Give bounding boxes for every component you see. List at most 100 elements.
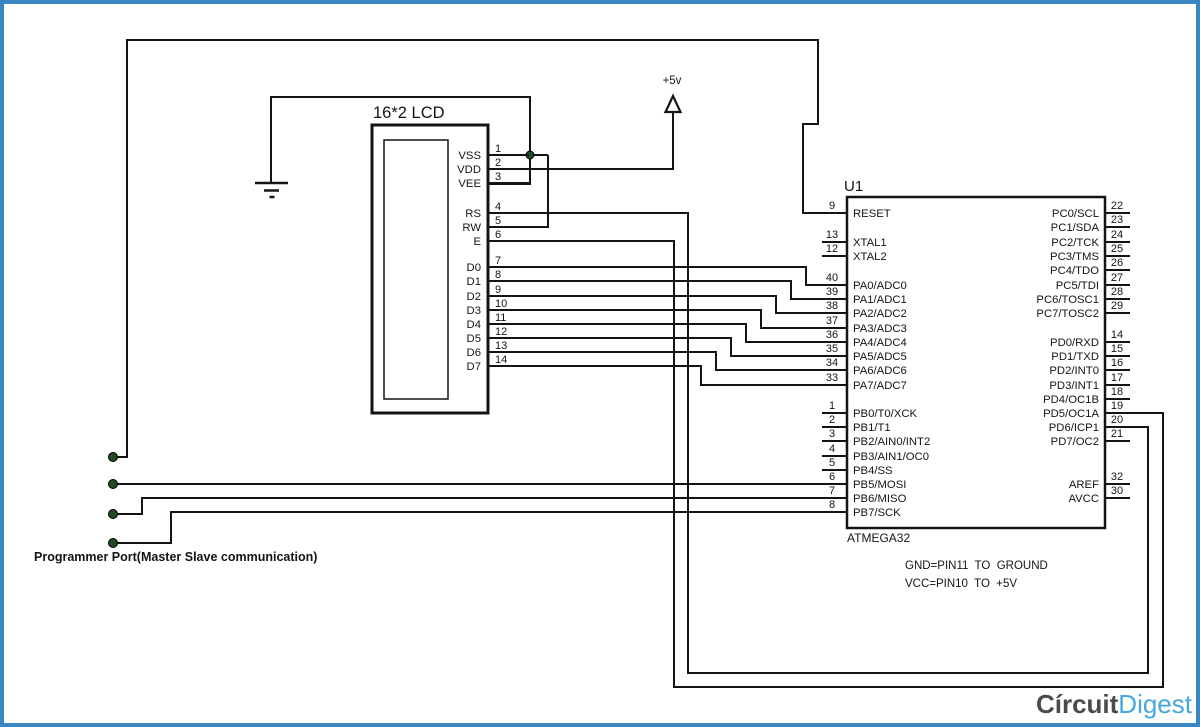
mcu-pin-13-number: 13	[826, 229, 838, 241]
mcu-pin-28-number: 28	[1111, 286, 1123, 298]
lcd-pin-10-name: D3	[467, 305, 481, 317]
lcd-pin-1-name: VSS	[458, 150, 481, 162]
mcu-pin-21-name: PD7/OC2	[1051, 436, 1099, 448]
mcu-pin-22-number: 22	[1111, 200, 1123, 212]
mcu-pin-40-number: 40	[826, 272, 838, 284]
mcu-pin-33-number: 33	[826, 372, 838, 384]
mcu-pin-13-name: XTAL1	[853, 237, 887, 249]
lcd-d6-to-pa6-wire	[488, 351, 847, 371]
mcu-pin-37-name: PA3/ADC3	[853, 323, 907, 335]
lcd-body	[370, 123, 490, 415]
lcd-pin-6-number: 6	[495, 229, 501, 241]
lcd-pin-9-number: 9	[495, 284, 501, 296]
lcd-pin-13-number: 13	[495, 340, 507, 352]
mcu-pin-23-number: 23	[1111, 214, 1123, 226]
logo: CírcuitDigest	[1036, 689, 1193, 719]
mcu-pin-16-name: PD2/INT0	[1049, 365, 1099, 377]
mcu-pin-24-name: PC2/TCK	[1051, 237, 1099, 249]
ground-riser-wire	[270, 96, 531, 183]
wires-layer	[108, 39, 1164, 688]
mcu-pin-25-name: PC3/TMS	[1050, 251, 1099, 263]
reset-to-programmer-wire	[113, 39, 847, 458]
lcd-pin-11-name: D4	[467, 319, 481, 331]
mcu-pin-36-number: 36	[826, 329, 838, 341]
lcd-pin-2-number: 2	[495, 157, 501, 169]
mcu-pin-18-number: 18	[1111, 386, 1123, 398]
lcd-pin-12-name: D5	[467, 333, 481, 345]
mcu-pin-3-name: PB2/AIN0/INT2	[853, 436, 930, 448]
mcu-pin-30-number: 30	[1111, 485, 1123, 497]
mcu-pin-24-number: 24	[1111, 229, 1123, 241]
mcu-pin-35-number: 35	[826, 343, 838, 355]
lcd-pin-13-name: D6	[467, 347, 481, 359]
lcd-pin-8-number: 8	[495, 269, 501, 281]
mcu-pin-37-number: 37	[826, 315, 838, 327]
pins-layer: 1VSS2VDD3VEE4RS5RW6E7D08D19D210D311D412D…	[457, 143, 1130, 519]
mcu-pin-2-number: 2	[829, 414, 835, 426]
mcu-pin-7-name: PB6/MISO	[853, 493, 907, 505]
mcu-pin-32-name: AREF	[1069, 479, 1099, 491]
mcu-pin-29-name: PC7/TOSC2	[1036, 308, 1099, 320]
lcd-pin-9-name: D2	[467, 291, 481, 303]
lcd-pin-3-name: VEE	[458, 178, 481, 190]
lcd-e-to-pd5-wire	[488, 240, 1164, 688]
mcu-pin-27-name: PC5/TDI	[1056, 280, 1099, 292]
lcd-pin-4-name: RS	[465, 208, 481, 220]
mcu-pin-19-number: 19	[1111, 400, 1123, 412]
lcd-pin-4-number: 4	[495, 201, 501, 213]
mcu-pin-7-number: 7	[829, 485, 835, 497]
lcd-d4-to-pa4-wire	[488, 323, 847, 343]
mcu-pin-2-name: PB1/T1	[853, 422, 891, 434]
mcu-pin-39-name: PA1/ADC1	[853, 294, 907, 306]
mcu-pin-40-name: PA0/ADC0	[853, 280, 907, 292]
lcd-pin-10-number: 10	[495, 298, 507, 310]
mcu-pin-18-name: PD4/OC1B	[1043, 394, 1099, 406]
mcu-pin-4-number: 4	[829, 443, 835, 455]
mcu-pin-5-number: 5	[829, 457, 835, 469]
lcd-pin-7-number: 7	[495, 255, 501, 267]
power-arrow-icon	[663, 93, 683, 114]
note-gnd: GND=PIN11 TO GROUND	[905, 560, 1048, 572]
mcu-pin-1-number: 1	[829, 400, 835, 412]
mcu-pin-33-name: PA7/ADC7	[853, 380, 907, 392]
mcu-pin-30-name: AVCC	[1068, 493, 1099, 505]
mcu-pin-39-number: 39	[826, 286, 838, 298]
mcu-pin-8-name: PB7/SCK	[853, 507, 901, 519]
mcu-pin-4-name: PB3/AIN1/OC0	[853, 451, 929, 463]
programmer-terminal-dot	[108, 452, 118, 462]
mcu-pin-26-number: 26	[1111, 257, 1123, 269]
lcd-pin-5-number: 5	[495, 215, 501, 227]
mcu-pin-36-name: PA4/ADC4	[853, 337, 907, 349]
mcu-pin-21-number: 21	[1111, 428, 1123, 440]
programmer-terminal-dot	[108, 538, 118, 548]
lcd-vdd-5v-wire	[488, 112, 674, 170]
mcu-pin-38-name: PA2/ADC2	[853, 308, 907, 320]
mcu-ref-label: U1	[844, 178, 863, 195]
mcu-pin-16-number: 16	[1111, 357, 1123, 369]
lcd-d0-to-pa0-wire	[488, 266, 847, 286]
mcu-pin-26-name: PC4/TDO	[1050, 265, 1099, 277]
mcu-part-label: ATMEGA32	[847, 531, 910, 545]
lcd-pin-14-number: 14	[495, 354, 507, 366]
note-vcc: VCC=PIN10 TO +5V	[905, 578, 1017, 590]
mcu-pin-8-number: 8	[829, 499, 835, 511]
mcu-pin-9-number: 9	[829, 200, 835, 212]
mcu-pin-12-number: 12	[826, 243, 838, 255]
lcd-pin-6-name: E	[473, 236, 481, 248]
mcu-pin-20-name: PD6/ICP1	[1049, 422, 1099, 434]
mcu-pin-6-name: PB5/MOSI	[853, 479, 906, 491]
lcd-pin-3-number: 3	[495, 171, 501, 183]
mcu-pin-5-name: PB4/SS	[853, 465, 893, 477]
mcu-pin-29-number: 29	[1111, 300, 1123, 312]
lcd-d7-to-pa7-wire	[488, 365, 847, 386]
mcu-pin-3-number: 3	[829, 428, 835, 440]
mcu-pin-19-name: PD5/OC1A	[1043, 408, 1099, 420]
mcu-pin-17-number: 17	[1111, 372, 1123, 384]
mcu-pin-15-name: PD1/TXD	[1051, 351, 1099, 363]
mcu-pin-20-number: 20	[1111, 414, 1123, 426]
mcu-pin-35-name: PA5/ADC5	[853, 351, 907, 363]
lcd-title: 16*2 LCD	[373, 104, 445, 122]
lcd-pin-5-name: RW	[462, 222, 481, 234]
